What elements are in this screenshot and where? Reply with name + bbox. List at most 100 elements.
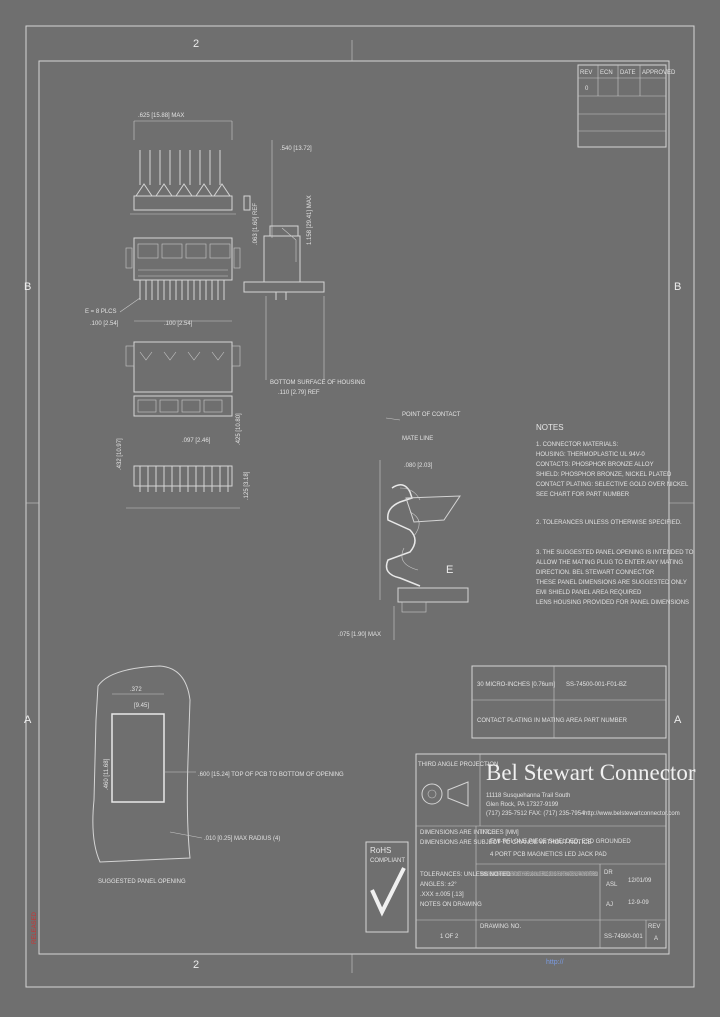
side-pcb-dim: .063 [1.60] REF [253,203,259,245]
note-line-2: HOUSING: THERMOPLASTIC UL 94V-0 [536,452,645,458]
top-view-connector: .625 [15.88] MAX [130,113,251,215]
projection-cone-symbol [447,781,469,807]
drawn-value: ASL [606,882,618,888]
part-row1-left: 30 MICRO-INCHES [0.76um] [477,682,555,688]
mid-height-dim: .097 [2.46] [182,438,211,444]
rohs-badge: RoHS COMPLIANT [365,841,409,933]
zone-label-right-lower: A [674,714,682,726]
projection-label: THIRD ANGLE PROJECTION [418,762,498,768]
sheet-number: 1 OF 2 [440,934,459,940]
date-1: 12/01/09 [628,878,652,884]
tol-row-3: .XXX ±.005 [.13] [420,892,464,898]
part-row2-left: CONTACT PLATING IN MATING AREA [477,718,582,724]
panel-dim-radius: .010 [0.25] MAX RADIUS (4) [204,836,280,842]
note-line-3: CONTACTS: PHOSPHOR BRONZE ALLOY [536,462,654,468]
note-line-14: EMI SHIELD PANEL AREA REQUIRED [536,590,642,596]
rev-label: REV [648,924,660,930]
contact-e-label: E [446,564,453,576]
part-number-table: 30 MICRO-INCHES [0.76um] SS-74500-001-F0… [471,665,667,739]
rohs-text: RoHS [370,846,391,855]
contact-detail: POINT OF CONTACT MATE LINE .080 [2.03] E… [338,412,469,640]
note-line-1: 1. CONNECTOR MATERIALS: [536,442,618,448]
right-overall-dim: .425 [10.80] [236,413,242,445]
phone-line: (717) 235-7512 FAX: (717) 235-7954 [486,811,585,817]
note-line-6: SEE CHART FOR PART NUMBER [536,492,630,498]
side-tail-dim: .110 [2.79] REF [278,390,320,396]
panel-dim-left: .460 [11.68] [104,758,110,790]
company-name: Bel Stewart Connector [486,760,696,785]
zone-label-right-upper: B [674,281,681,293]
contact-point-label: POINT OF CONTACT [402,412,461,418]
notes-block: NOTES 1. CONNECTOR MATERIALS: HOUSING: T… [536,423,694,606]
note-line-5: CONTACT PLATING: SELECTIVE GOLD OVER NIC… [536,482,689,488]
note-line-12: DIRECTION. BEL STEWART CONNECTOR [536,570,655,576]
bottom-view-connector: .432 [10.97] .425 [10.80] .125 [3.18] .0… [117,341,250,509]
pos-dim: .125 [3.18] [244,471,250,500]
note-line-11: ALLOW THE MATING PLUG TO ENTER ANY MATIN… [536,560,683,566]
zone-label-left-upper: B [24,281,31,293]
drawing-no-value: SS-74500-001 [604,934,643,940]
proprietary-text: THIS DRAWING AND THE DESIGN IT COVERS AR… [480,872,598,878]
web-address: http://www.belstewartconnector.com [584,811,680,817]
part-row2-right: PART NUMBER [584,718,628,724]
revision-table: REV ECN DATE APPROVED 0 [577,64,676,148]
footer-mark: http:// [546,959,564,966]
side-stamp: RELEASED [32,911,38,944]
note-line-13: THESE PANEL DIMENSIONS ARE SUGGESTED ONL… [536,580,687,586]
panel-dim-top2: [9.45] [134,703,149,709]
panel-opening-view: .372 [9.45] .460 [11.68] .600 [15.24] TO… [92,665,344,885]
pin-pitch-dim: .100 [2.54] [164,321,193,327]
bottom-surface-label: BOTTOM SURFACE OF HOUSING [270,380,366,386]
left-overall-dim: .432 [10.97] [117,438,123,470]
front-view-connector: E = 8 PLCS .100 [2.54] .100 [2.54] [85,237,241,327]
zone-label-left-lower: A [24,714,32,726]
rev-value: A [654,936,658,942]
title-label: TITLE [479,830,495,836]
panel-dim-top: .372 [130,687,142,693]
date-2: 12-9-09 [628,900,649,906]
zone-label-bottom: 2 [193,959,199,971]
top-width-dim: .625 [15.88] MAX [138,113,184,119]
panel-dim-bottom-opening: .600 [15.24] TOP OF PCB TO BOTTOM OF OPE… [198,772,344,778]
tol-row-4: NOTES ON DRAWING [420,902,482,908]
note-line-15: LENS HOUSING PROVIDED FOR PANEL DIMENSIO… [536,600,689,606]
rev-header-ecn: ECN [600,70,613,76]
notes-title: NOTES [536,423,564,432]
projection-circle-symbol [421,783,443,805]
note-line-10: 3. THE SUGGESTED PANEL OPENING IS INTEND… [536,550,694,556]
e-count-dim: E = 8 PLCS [85,309,117,315]
tail-dim: .100 [2.54] [90,321,119,327]
note-line-4: SHIELD: PHOSPHOR BRONZE, NICKEL PLATED [536,472,672,478]
address-line-2: Glen Rock, PA 17327-9199 [486,802,559,808]
outer-border [25,25,695,988]
title-block: THIRD ANGLE PROJECTION Bel Stewart Conne… [365,753,696,949]
address-line-1: 11118 Susquehanna Trail South [486,793,570,799]
side-total-dim: 1.158 [29.41] MAX [307,195,313,245]
side-view-connector: .540 [13.72] .063 [1.60] REF 1.158 [29.4… [243,140,366,396]
tol-sub: DIMENSIONS ARE SUBJECT TO CHANGE WITHOUT… [420,840,592,846]
panel-caption: SUGGESTED PANEL OPENING [98,879,186,885]
check-value: AJ [606,902,613,908]
tol-label: DIMENSIONS ARE IN INCHES [MM] [420,830,519,836]
note-line-8: 2. TOLERANCES UNLESS OTHERWISE SPECIFIED… [536,520,682,526]
contact-bottom-dim: .075 [1.90] MAX [338,632,381,638]
contact-mate-label: MATE LINE [402,436,433,442]
contact-dim: .080 [2.03] [404,463,433,469]
tol-row-1: TOLERANCES: UNLESS NOTED [420,872,511,878]
title-line-1: EMI-RFI ONE PIECE SHIELDED, ESD GROUNDED [490,839,631,845]
rev-header-date: DATE [620,70,636,76]
rev-row-1: 0 [585,86,589,92]
panel-opening-rect [111,713,165,803]
drawn-label: DR [604,870,613,876]
drawing-no-label: DRAWING NO. [480,924,521,930]
rev-header-approved: APPROVED [642,70,676,76]
zone-label-top: 2 [193,38,199,50]
tol-row-2: ANGLES: ±2° [420,882,457,888]
rohs-sub: COMPLIANT [370,858,405,864]
part-row1-right: SS-74500-001-F01-BZ [566,682,627,688]
title-line-2: 4 PORT PCB MAGNETICS LED JACK PAD [490,852,607,858]
rohs-check-icon [370,867,406,917]
rev-header-rev: REV [580,70,592,76]
